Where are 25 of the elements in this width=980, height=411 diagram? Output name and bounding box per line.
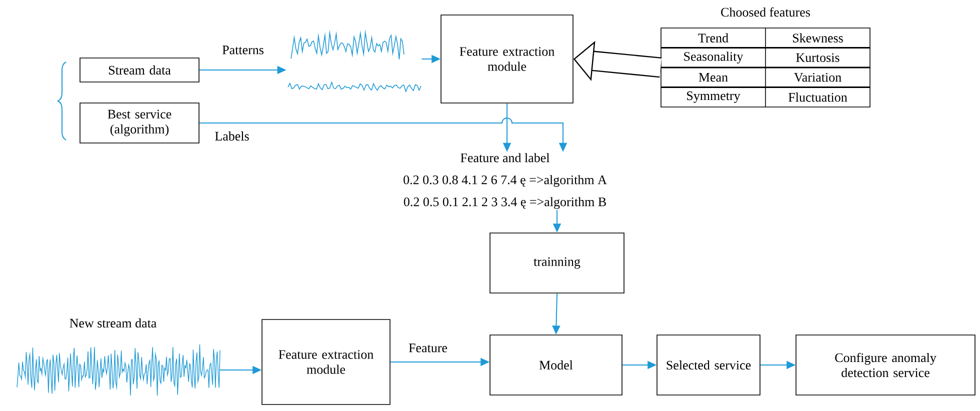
process-box: Best service (algorithm) — [80, 102, 200, 144]
process-box: Stream data — [80, 58, 200, 82]
process-box: Selected service — [656, 334, 760, 396]
waveform-drawing — [288, 29, 422, 93]
table-cell: Trend — [698, 33, 728, 42]
feature-table — [660, 28, 870, 108]
process-box: Model — [490, 334, 622, 396]
process-box: Feature extraction module — [262, 319, 390, 405]
waveform-drawing — [16, 344, 220, 396]
table-heading: Choosed features — [721, 7, 810, 17]
edge-label: Labels — [214, 130, 250, 142]
table-cell: Symmetry — [687, 91, 740, 103]
table-cell: Variation — [794, 72, 842, 82]
edge-label: Feature — [408, 342, 448, 354]
data-text: Feature and label 0.2 0.3 0.8 4.1 2 6 7.4 ę =>algorithm A 0.2 0.5 0.1 2.1 2 3 3.4 ę =>algorithm B — [404, 153, 607, 209]
edge-label: Patterns — [221, 44, 265, 56]
process-box: Configure anomaly detection service — [796, 334, 976, 396]
node-label: New stream data — [70, 318, 157, 328]
table-cell: Skewness — [792, 33, 843, 42]
table-cell: Fluctuation — [788, 92, 848, 102]
table-cell: Kurtosis — [796, 53, 840, 62]
table-cell: Mean — [698, 73, 728, 82]
table-cell: Seasonality — [684, 52, 744, 64]
process-box: trainning — [490, 232, 624, 294]
process-box: Feature extraction module — [440, 14, 574, 104]
